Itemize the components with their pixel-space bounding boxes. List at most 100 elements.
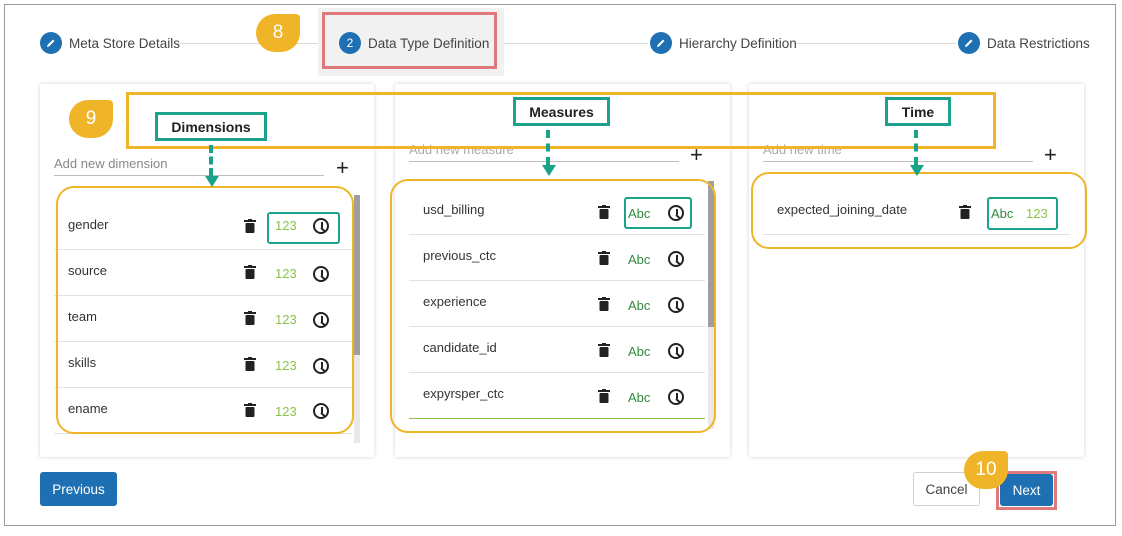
next-highlight-box <box>996 471 1057 510</box>
pencil-icon <box>650 32 672 54</box>
step-label: Data Type Definition <box>368 35 490 51</box>
list-item: experience Abc <box>409 280 705 327</box>
time-label: Time <box>885 97 951 126</box>
arrow-head-icon <box>205 176 219 187</box>
step-hierarchy-definition[interactable]: Hierarchy Definition <box>650 31 797 55</box>
list-item: skills 123 <box>54 341 352 388</box>
dimension-name: skills <box>68 355 97 370</box>
step-highlight-box <box>322 12 497 69</box>
text-type-toggle[interactable]: Abc <box>991 206 1014 221</box>
dimensions-list-outline <box>56 186 354 434</box>
dimension-name: team <box>68 309 97 324</box>
dimensions-scrollbar-thumb[interactable] <box>354 195 360 355</box>
arrow-head-icon <box>910 165 924 176</box>
callout-badge: 10 <box>964 451 1008 489</box>
trash-icon[interactable] <box>598 389 610 403</box>
field-type-labels-outline <box>126 92 996 149</box>
trash-icon[interactable] <box>244 265 256 279</box>
dimension-name: ename <box>68 401 108 416</box>
measure-name: previous_ctc <box>423 248 496 263</box>
trash-icon[interactable] <box>598 297 610 311</box>
measure-name: candidate_id <box>423 340 497 355</box>
trash-icon[interactable] <box>598 251 610 265</box>
stepper-connector <box>500 43 648 44</box>
stepper-connector <box>178 43 318 44</box>
text-type-toggle[interactable]: Abc <box>628 252 651 267</box>
type-highlight-box <box>624 197 692 229</box>
step-data-type-definition[interactable]: 2 Data Type Definition <box>339 31 489 55</box>
dimension-name: source <box>68 263 108 278</box>
text-type-toggle[interactable]: Abc <box>628 344 651 359</box>
list-item: gender 123 <box>54 203 352 250</box>
text-type-toggle[interactable]: Abc <box>628 298 651 313</box>
clock-icon[interactable] <box>313 312 329 328</box>
measure-name: expyrsper_ctc <box>423 386 504 401</box>
arrow-head-icon <box>542 165 556 176</box>
list-item: usd_billing Abc <box>409 188 705 235</box>
step-meta-store-details[interactable]: Meta Store Details <box>40 31 180 55</box>
measures-label: Measures <box>513 97 610 126</box>
measures-list-outline <box>390 179 716 433</box>
add-measure-button[interactable]: + <box>690 142 703 167</box>
arrow-connector <box>546 130 550 165</box>
step-number: 2 <box>339 32 361 54</box>
list-item: expyrsper_ctc Abc <box>409 372 705 419</box>
measures-scrollbar-thumb[interactable] <box>708 181 714 327</box>
dimensions-label: Dimensions <box>155 112 267 141</box>
clock-icon[interactable] <box>313 218 329 234</box>
clock-icon[interactable] <box>668 343 684 359</box>
step-label: Hierarchy Definition <box>679 35 797 51</box>
arrow-connector <box>209 145 213 176</box>
previous-button[interactable]: Previous <box>40 472 117 506</box>
add-time-button[interactable]: + <box>1044 142 1057 167</box>
measure-name: experience <box>423 294 487 309</box>
measure-name: usd_billing <box>423 202 485 217</box>
numeric-type-toggle[interactable]: 123 <box>275 218 297 233</box>
clock-icon[interactable] <box>668 205 684 221</box>
list-item: team 123 <box>54 295 352 342</box>
step-label: Meta Store Details <box>69 35 181 51</box>
clock-icon[interactable] <box>313 266 329 282</box>
type-highlight-box <box>987 197 1058 230</box>
add-dimension-button[interactable]: + <box>336 155 349 180</box>
callout-badge: 8 <box>256 14 300 52</box>
step-label: Data Restrictions <box>987 35 1090 51</box>
dimension-name: gender <box>68 217 109 232</box>
time-name: expected_joining_date <box>777 202 908 217</box>
text-type-toggle[interactable]: Abc <box>628 390 651 405</box>
text-type-toggle[interactable]: Abc <box>628 206 651 221</box>
type-highlight-box <box>267 212 340 244</box>
measure-input[interactable]: Add new measure <box>409 141 679 162</box>
callout-badge: 9 <box>69 100 113 138</box>
pencil-icon <box>40 32 62 54</box>
trash-icon[interactable] <box>598 343 610 357</box>
step-data-restrictions[interactable]: Data Restrictions <box>958 31 1090 55</box>
stepper-connector <box>796 43 956 44</box>
time-input[interactable]: Add new time <box>763 141 1033 162</box>
numeric-type-toggle[interactable]: 123 <box>275 358 297 373</box>
numeric-type-toggle[interactable]: 123 <box>275 312 297 327</box>
list-item: previous_ctc Abc <box>409 234 705 281</box>
numeric-type-toggle[interactable]: 123 <box>275 404 297 419</box>
trash-icon[interactable] <box>244 403 256 417</box>
trash-icon[interactable] <box>244 311 256 325</box>
clock-icon[interactable] <box>668 297 684 313</box>
numeric-type-toggle[interactable]: 123 <box>1026 206 1048 221</box>
time-list-outline <box>751 172 1087 249</box>
trash-icon[interactable] <box>244 357 256 371</box>
clock-icon[interactable] <box>668 251 684 267</box>
window-frame <box>4 4 1116 526</box>
list-item: expected_joining_date Abc 123 <box>763 188 1070 235</box>
trash-icon[interactable] <box>244 219 256 233</box>
next-button[interactable]: Next <box>1000 474 1053 506</box>
trash-icon[interactable] <box>598 205 610 219</box>
clock-icon[interactable] <box>313 358 329 374</box>
trash-icon[interactable] <box>959 205 971 219</box>
clock-icon[interactable] <box>668 389 684 405</box>
list-item: candidate_id Abc <box>409 326 705 373</box>
list-item: source 123 <box>54 249 352 296</box>
pencil-icon <box>958 32 980 54</box>
numeric-type-toggle[interactable]: 123 <box>275 266 297 281</box>
dimension-input[interactable]: Add new dimension <box>54 155 324 176</box>
clock-icon[interactable] <box>313 403 329 419</box>
